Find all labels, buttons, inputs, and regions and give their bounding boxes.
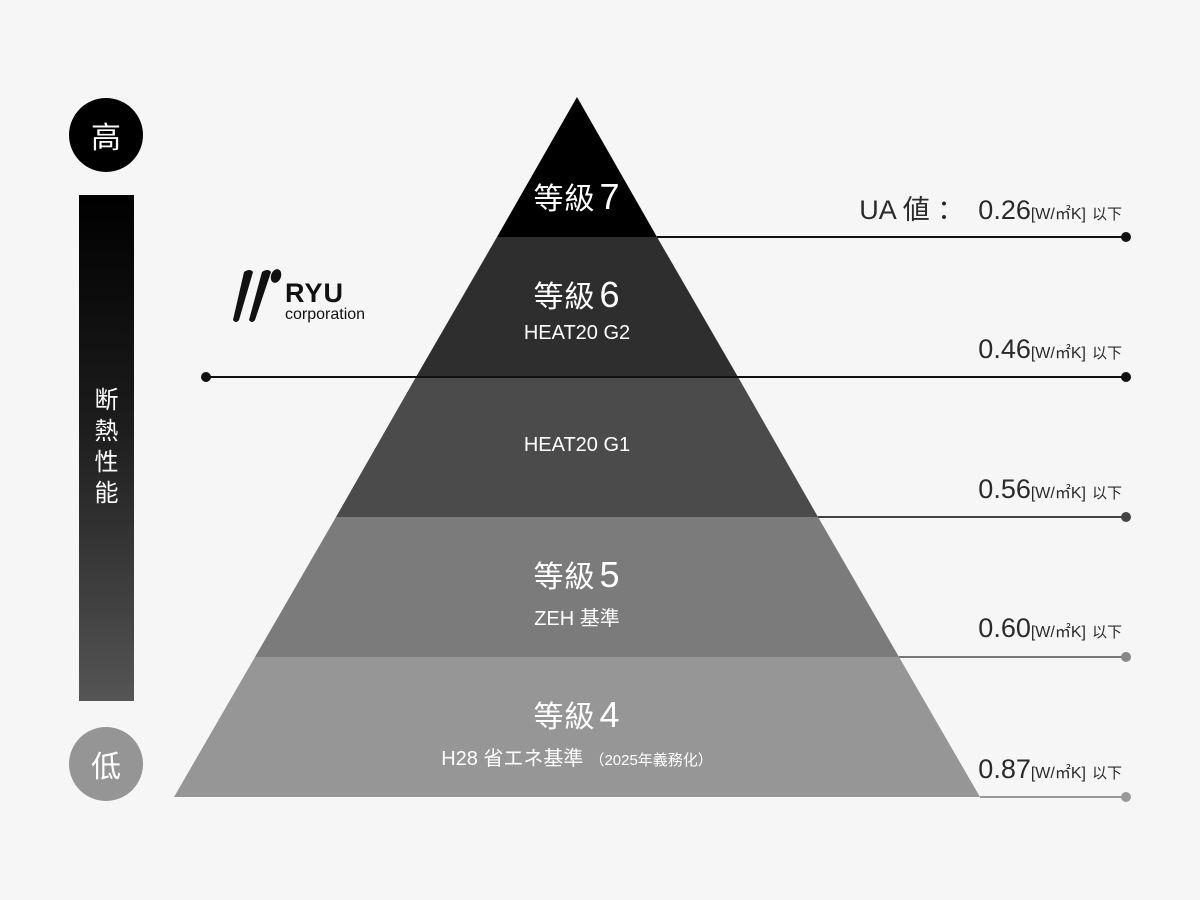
ua-value-label-0.87: 0.87[W/㎡K]以下 — [978, 754, 1122, 784]
ua-value-label-0.46: 0.46[W/㎡K]以下 — [978, 334, 1122, 364]
ua-dot-0.56 — [1121, 512, 1131, 522]
tier-6-shape — [416, 237, 738, 377]
ua-dot-0.26 — [1121, 232, 1131, 242]
ua-dot-0.46-left — [201, 372, 211, 382]
ua-dot-0.60 — [1121, 652, 1131, 662]
tier-4-shape — [174, 657, 980, 797]
tier-5-shape — [255, 517, 899, 657]
logo-name: RYU — [285, 278, 345, 308]
ua-value-label-0.26: UA 値 ：0.26[W/㎡K]以下 — [859, 195, 1122, 225]
high-label: 高 — [91, 121, 121, 156]
ua-dot-0.87 — [1121, 792, 1131, 802]
logo-sub: corporation — [285, 306, 366, 323]
low-indicator: 低 — [69, 727, 143, 801]
tier-7-shape — [497, 97, 657, 237]
high-indicator: 高 — [69, 98, 143, 172]
ryu-corporation-logo: RYU corporation — [230, 264, 390, 326]
ua-dot-0.46 — [1121, 372, 1131, 382]
insulation-performance-label: 断 熱 性 能 — [94, 386, 119, 507]
ua-value-label-0.60: 0.60[W/㎡K]以下 — [978, 613, 1122, 643]
logo-mark-icon — [233, 269, 282, 322]
insulation-gradient-bar — [79, 195, 134, 701]
low-label: 低 — [91, 750, 121, 785]
ua-value-label-0.56: 0.56[W/㎡K]以下 — [978, 474, 1122, 504]
tier-g1-shape — [336, 377, 818, 517]
tier-heat20-g1-label: HEAT20 G1 — [523, 434, 631, 456]
